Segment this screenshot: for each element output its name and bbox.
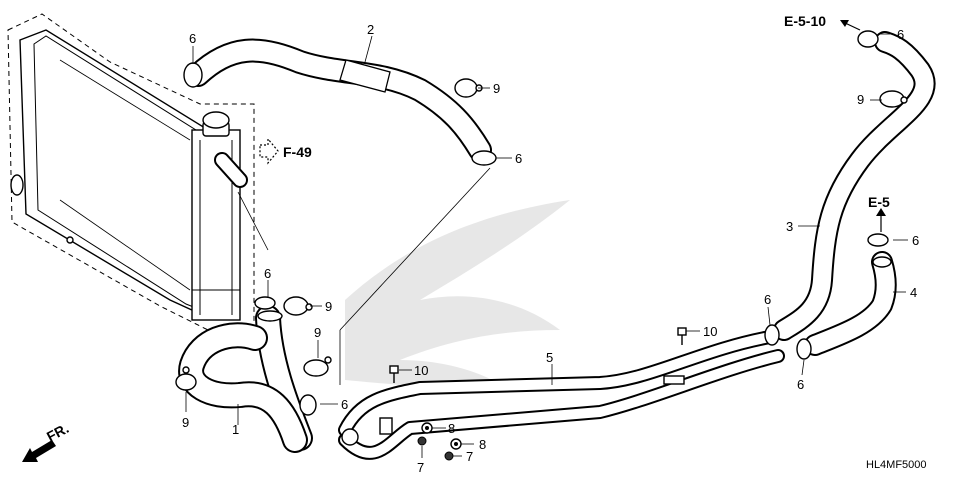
part-label-7: 7 — [417, 460, 424, 475]
arrow-front-icon — [22, 440, 56, 462]
part-label-9: 9 — [182, 415, 189, 430]
band-clamp[interactable] — [764, 324, 780, 346]
part-label-6: 6 — [912, 233, 919, 248]
part-label-6: 6 — [897, 27, 904, 42]
radiator-outlet-pipe — [214, 152, 248, 188]
nut[interactable] — [444, 451, 454, 461]
part-label-5: 5 — [546, 350, 553, 365]
part-label-4: 4 — [910, 285, 917, 300]
hose-4[interactable] — [804, 251, 897, 356]
bolt[interactable] — [677, 327, 687, 345]
part-label-6: 6 — [515, 151, 522, 166]
part-label-9: 9 — [493, 81, 500, 96]
part-label-6: 6 — [189, 31, 196, 46]
part-label-8: 8 — [479, 437, 486, 452]
part-label-8: 8 — [448, 421, 455, 436]
part-label-6: 6 — [764, 292, 771, 307]
part-label-10: 10 — [703, 324, 717, 339]
hose-5[interactable] — [338, 330, 785, 460]
radiator-cap[interactable] — [202, 111, 230, 137]
band-clamp[interactable] — [183, 62, 203, 88]
band-clamp[interactable] — [254, 296, 276, 310]
part-label-9: 9 — [325, 299, 332, 314]
part-label-6: 6 — [341, 397, 348, 412]
washer[interactable] — [450, 438, 462, 450]
part-label-7: 7 — [466, 449, 473, 464]
diagram-code: HL4MF5000 — [866, 459, 927, 471]
part-label-3: 3 — [786, 219, 793, 234]
band-clamp[interactable] — [796, 338, 812, 360]
band-clamp[interactable] — [867, 233, 889, 247]
band-clamp[interactable] — [857, 30, 879, 48]
part-label-6: 6 — [797, 377, 804, 392]
spring-clamp[interactable] — [454, 78, 483, 98]
hose-1[interactable] — [178, 305, 313, 453]
reference-arrow-icon — [840, 20, 861, 31]
ref-f-49[interactable]: F-49 — [283, 144, 312, 160]
spring-clamp[interactable] — [879, 90, 908, 108]
spring-clamp[interactable] — [303, 356, 332, 377]
part-label-9: 9 — [857, 92, 864, 107]
leader-lines — [185, 33, 908, 458]
bolt[interactable] — [389, 365, 399, 383]
part-label-9: 9 — [314, 325, 321, 340]
band-clamp[interactable] — [299, 394, 317, 416]
watermark-wing — [345, 200, 570, 390]
part-label-2: 2 — [367, 22, 374, 37]
front-indicator-label: FR. — [44, 420, 71, 445]
hose-2[interactable] — [186, 38, 492, 162]
band-clamp[interactable] — [341, 428, 359, 446]
reference-arrow-icon — [876, 208, 886, 232]
spring-clamp[interactable] — [175, 366, 197, 391]
part-label-6: 6 — [264, 266, 271, 281]
band-clamp[interactable] — [471, 150, 497, 166]
part-label-10: 10 — [414, 363, 428, 378]
reference-arrow-icon — [259, 137, 279, 165]
part-label-1: 1 — [232, 422, 239, 437]
ref-e-5-10[interactable]: E-5-10 — [784, 13, 826, 29]
ref-e-5[interactable]: E-5 — [868, 194, 890, 210]
washer[interactable] — [421, 422, 433, 434]
nut[interactable] — [417, 436, 427, 446]
hose-3[interactable] — [773, 31, 936, 341]
spring-clamp[interactable] — [283, 296, 313, 316]
